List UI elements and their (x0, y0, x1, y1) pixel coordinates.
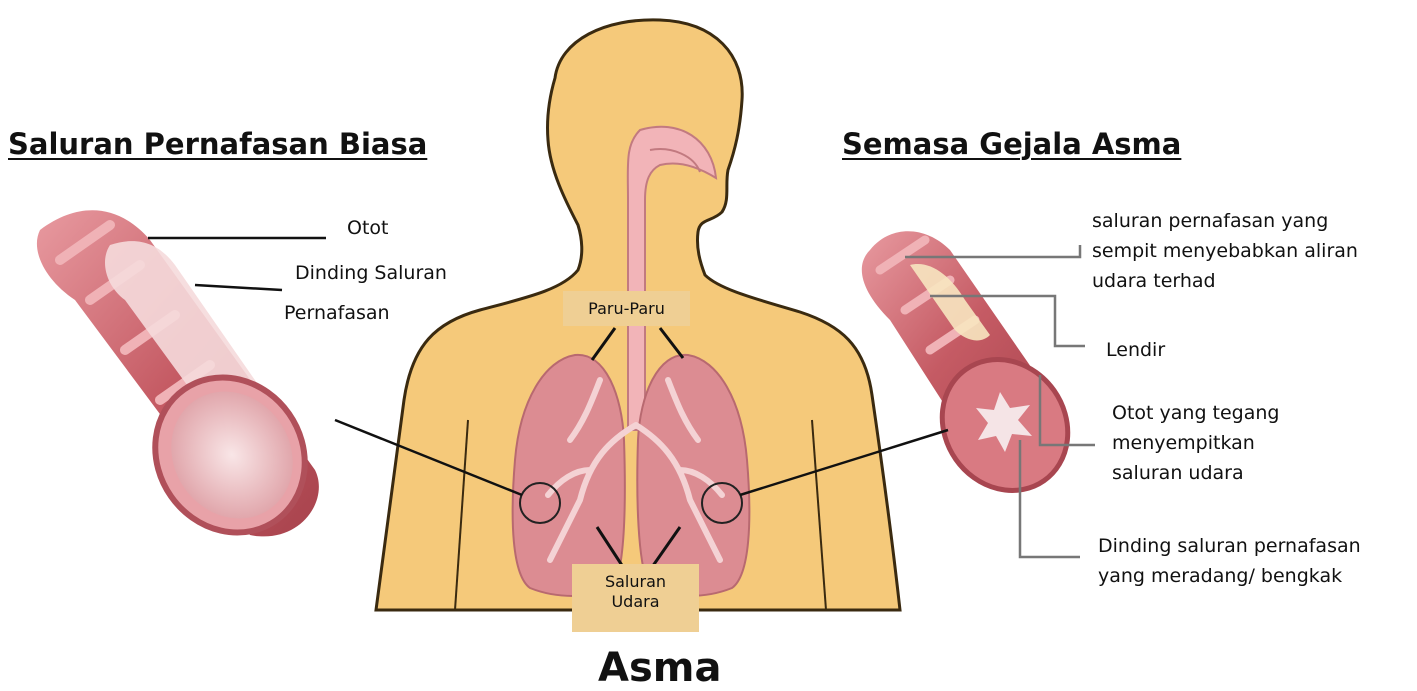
label-inflamed-wall-line1: Dinding saluran pernafasan (1098, 534, 1361, 558)
label-air-passage: Saluran Udara (572, 564, 699, 632)
label-mucus: Lendir (1106, 338, 1165, 362)
label-muscle: Otot (347, 216, 388, 240)
label-narrow-line2: sempit menyebabkan aliran (1092, 239, 1358, 263)
label-lungs-text: Paru-Paru (588, 299, 665, 318)
label-air-passage-line1: Saluran (572, 572, 699, 592)
heading-normal-airway: Saluran Pernafasan Biasa (8, 127, 427, 161)
label-airway-wall-line2: Pernafasan (284, 301, 390, 325)
label-narrow-line3: udara terhad (1092, 269, 1216, 293)
label-lungs: Paru-Paru (563, 291, 690, 326)
label-air-passage-line2: Udara (572, 592, 699, 612)
label-tight-muscle-line2: menyempitkan (1112, 431, 1255, 455)
label-airway-wall-line1: Dinding Saluran (295, 261, 447, 285)
diagram-title: Asma (598, 645, 721, 691)
label-tight-muscle-line3: saluran udara (1112, 461, 1244, 485)
label-narrow-line1: saluran pernafasan yang (1092, 209, 1328, 233)
asthma-airway-tube (862, 231, 1093, 515)
label-inflamed-wall-line2: yang meradang/ bengkak (1098, 564, 1342, 588)
normal-airway-tube (37, 210, 335, 562)
label-tight-muscle-line1: Otot yang tegang (1112, 401, 1280, 425)
heading-asthma-airway: Semasa Gejala Asma (842, 127, 1181, 161)
